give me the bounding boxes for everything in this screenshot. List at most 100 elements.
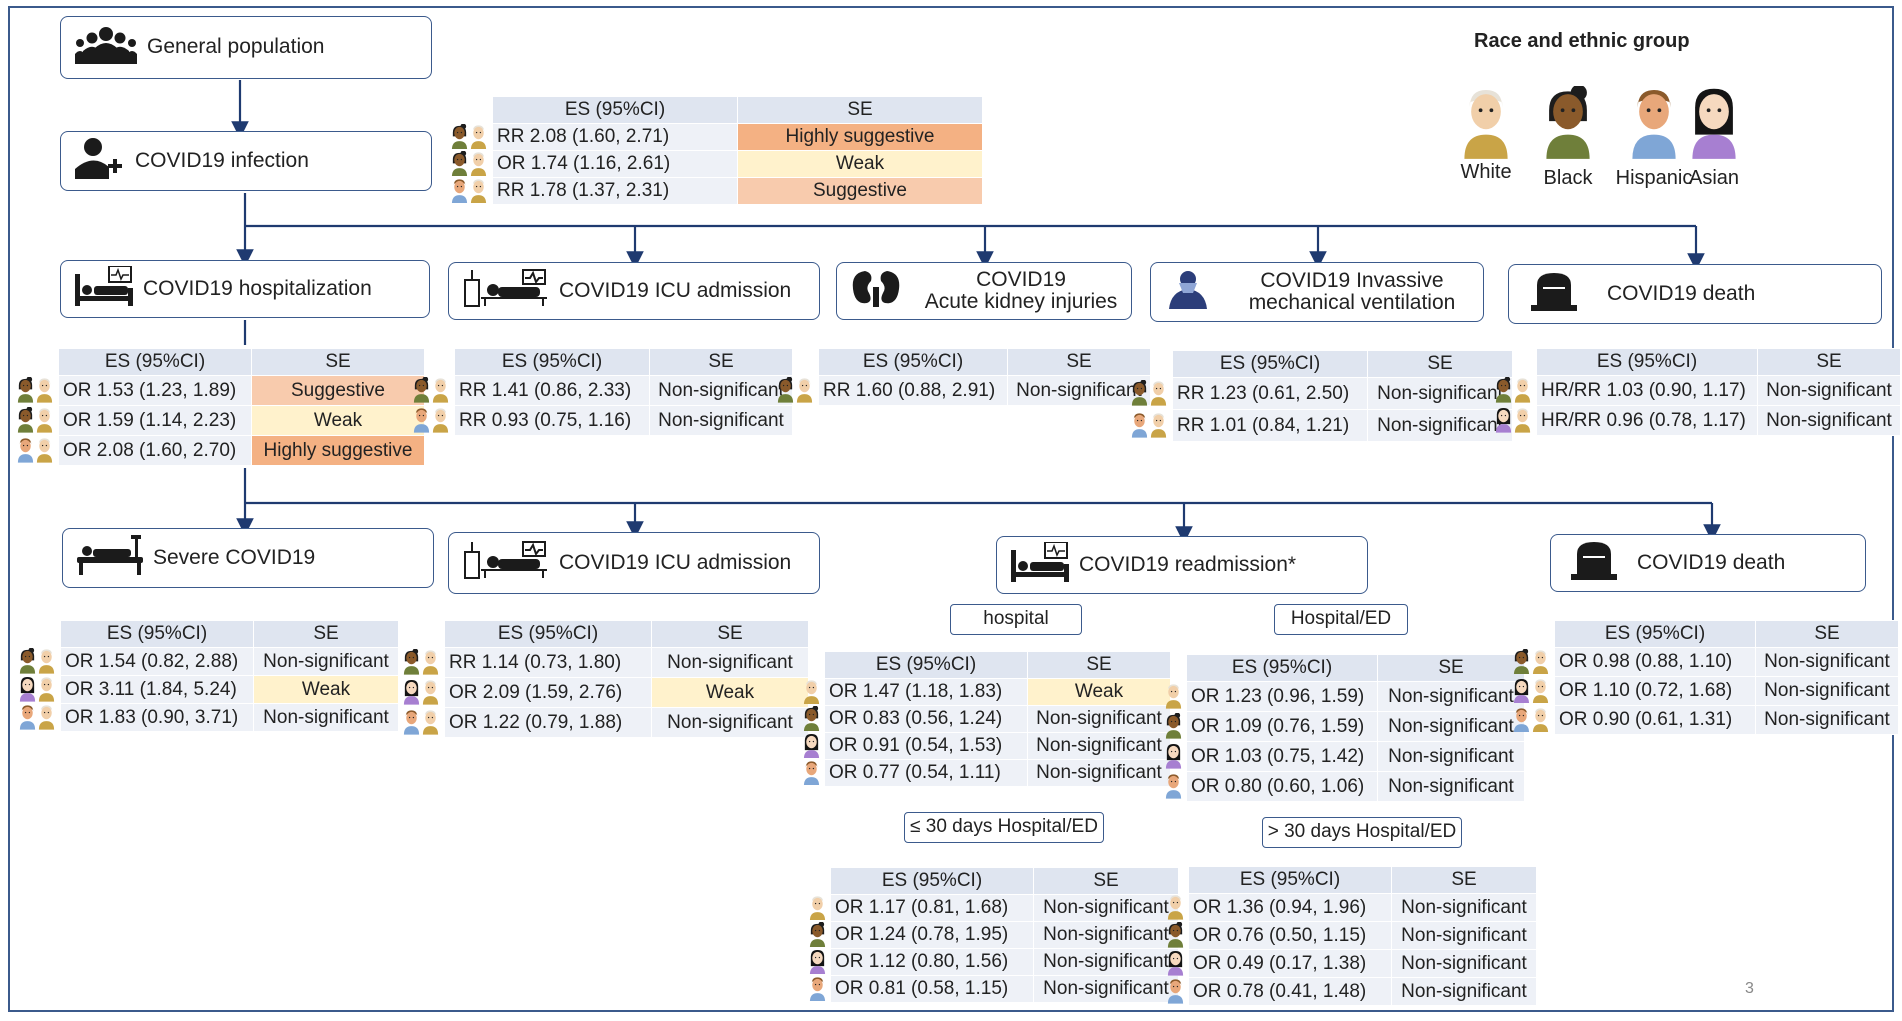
node-covid-hospitalization: COVID19 hospitalization — [60, 260, 430, 318]
column-header-es: ES (95%CI) — [1186, 654, 1378, 682]
strength-of-evidence-cell: Non-significant — [1377, 771, 1525, 802]
strength-of-evidence-cell: Non-significant — [1377, 741, 1525, 772]
strength-of-evidence-cell: Non-significant — [1367, 377, 1513, 410]
strength-of-evidence-cell: Non-significant — [1033, 894, 1179, 922]
table-row: RR 1.14 (0.73, 1.80)Non-significant — [444, 647, 809, 678]
sublabel-le30: ≤ 30 days Hospital/ED — [904, 812, 1104, 843]
table-row: OR 0.91 (0.54, 1.53)Non-significant — [824, 732, 1171, 760]
hispanic-face-icon — [1512, 707, 1531, 736]
table-header-row: ES (95%CI)SE — [444, 620, 809, 648]
white-face-icon — [37, 705, 56, 734]
hispanic-person-icon — [1612, 86, 1696, 165]
hospital-bed-icon — [75, 265, 133, 312]
effect-size-cell: RR 1.01 (0.84, 1.21) — [1172, 409, 1368, 442]
table-row: OR 1.24 (0.78, 1.95)Non-significant — [830, 921, 1179, 949]
strength-of-evidence-cell: Weak — [251, 405, 425, 436]
black-face-icon — [808, 921, 827, 951]
strength-of-evidence-cell: Non-significant — [1027, 705, 1171, 733]
node-general-population: General population — [60, 16, 432, 79]
table-row: OR 2.08 (1.60, 2.70)Highly suggestive — [58, 435, 425, 466]
white-face-icon — [421, 710, 440, 739]
race-group-faces — [1512, 678, 1550, 709]
effect-size-cell: OR 0.80 (0.60, 1.06) — [1186, 771, 1378, 802]
table-header-row: ES (95%CI)SE — [492, 96, 983, 124]
node-icu-admission-2: COVID19 ICU admission — [448, 532, 820, 594]
effect-size-cell: OR 1.83 (0.90, 3.71) — [60, 703, 254, 732]
table-row: OR 0.81 (0.58, 1.15)Non-significant — [830, 975, 1179, 1003]
strength-of-evidence-cell: Non-significant — [649, 375, 793, 406]
node-label: COVID19 ICU admission — [559, 550, 792, 574]
strength-of-evidence-cell: Non-significant — [1755, 705, 1899, 735]
race-group-faces — [402, 709, 440, 740]
node-acute-kidney-injuries: COVID19 Acute kidney injuries — [836, 262, 1132, 320]
race-group-faces — [1130, 412, 1168, 443]
strength-of-evidence-cell: Non-significant — [1033, 921, 1179, 949]
table-row: OR 3.11 (1.84, 5.24)Weak — [60, 675, 399, 704]
effect-size-cell: RR 1.23 (0.61, 2.50) — [1172, 377, 1368, 410]
node-label: COVID19 death — [1637, 550, 1786, 574]
race-group-faces — [808, 949, 827, 980]
table-row: OR 1.47 (1.18, 1.83)Weak — [824, 678, 1171, 706]
strength-of-evidence-cell: Non-significant — [1391, 977, 1537, 1006]
hispanic-face-icon — [1130, 413, 1149, 442]
legend-item-black: Black — [1524, 84, 1612, 190]
black-face-icon — [450, 150, 469, 180]
table-row: OR 1.23 (0.96, 1.59)Non-significant — [1186, 681, 1525, 712]
black-face-icon — [802, 705, 821, 735]
race-group-faces — [802, 705, 821, 737]
icu-bed-icon — [463, 268, 549, 314]
node-label: COVID19 infection — [135, 148, 309, 172]
column-header-se: SE — [251, 348, 425, 376]
effect-size-cell: OR 0.49 (0.17, 1.38) — [1188, 949, 1392, 978]
effect-size-cell: RR 1.60 (0.88, 2.91) — [818, 375, 1008, 406]
strength-of-evidence-cell: Non-significant — [1027, 759, 1171, 787]
race-group-faces — [402, 679, 440, 710]
strength-of-evidence-cell: Non-significant — [1755, 676, 1899, 706]
race-group-faces — [1512, 648, 1550, 680]
strength-of-evidence-cell: Non-significant — [1007, 375, 1151, 406]
white-face-icon — [1513, 408, 1532, 437]
hispanic-face-icon — [808, 976, 827, 1005]
race-group-faces — [16, 406, 54, 438]
column-header-es: ES (95%CI) — [58, 348, 252, 376]
column-header-se: SE — [651, 620, 809, 648]
table-row: RR 1.23 (0.61, 2.50)Non-significant — [1172, 377, 1513, 410]
race-group-faces — [1164, 773, 1183, 804]
race-group-faces — [1494, 376, 1532, 408]
legend-label: Asian — [1688, 166, 1740, 189]
table-row: OR 1.12 (0.80, 1.56)Non-significant — [830, 948, 1179, 976]
column-header-es: ES (95%CI) — [818, 348, 1008, 376]
black-face-icon — [402, 648, 421, 679]
strength-of-evidence-cell: Non-significant — [1391, 893, 1537, 922]
column-header-es: ES (95%CI) — [444, 620, 652, 648]
effect-size-cell: OR 0.76 (0.50, 1.15) — [1188, 921, 1392, 950]
hispanic-face-icon — [1164, 774, 1183, 803]
effect-size-cell: OR 1.36 (0.94, 1.96) — [1188, 893, 1392, 922]
white-face-icon — [35, 408, 54, 437]
black-face-icon — [1494, 376, 1513, 407]
strength-of-evidence-cell: Highly suggestive — [251, 435, 425, 466]
race-group-faces — [802, 733, 821, 764]
race-group-faces — [1166, 894, 1185, 925]
white-face-icon — [35, 378, 54, 407]
tombstone-icon — [1571, 540, 1617, 586]
race-group-faces — [18, 647, 56, 679]
race-group-faces — [802, 679, 821, 710]
race-group-faces — [776, 376, 814, 408]
white-face-icon — [1531, 678, 1550, 707]
table-header-row: ES (95%CI)SE — [1536, 348, 1901, 376]
node-label: COVID19 ICU admission — [559, 278, 792, 302]
column-header-se: SE — [1755, 620, 1899, 648]
effect-size-cell: RR 0.93 (0.75, 1.16) — [454, 405, 650, 436]
white-face-icon — [37, 677, 56, 706]
table-header-row: ES (95%CI)SE — [830, 867, 1179, 895]
black-face-icon — [16, 376, 35, 407]
node-covid-death-1: COVID19 death — [1508, 264, 1882, 324]
strength-of-evidence-cell: Weak — [253, 675, 399, 704]
strength-of-evidence-cell: Non-significant — [253, 647, 399, 676]
race-group-faces — [450, 178, 488, 209]
effect-size-cell: OR 3.11 (1.84, 5.24) — [60, 675, 254, 704]
hispanic-face-icon — [16, 438, 35, 467]
legend-item-white: White — [1436, 86, 1536, 184]
strength-of-evidence-cell: Suggestive — [737, 177, 983, 205]
